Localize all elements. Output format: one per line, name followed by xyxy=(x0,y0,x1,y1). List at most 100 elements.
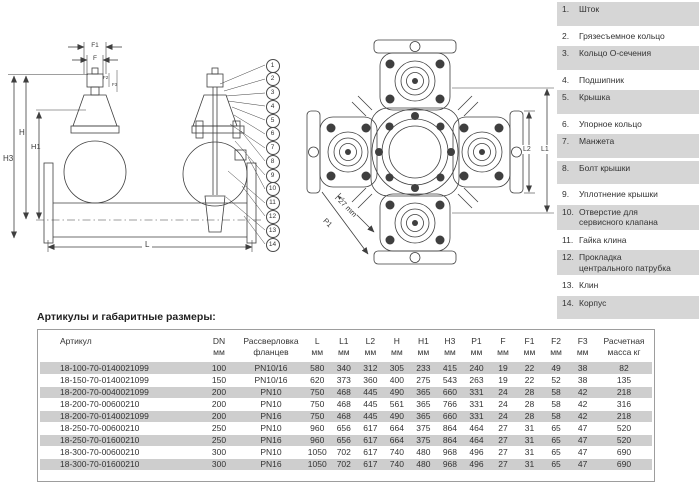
part-number: 14. xyxy=(562,297,574,308)
table-cell: 58 xyxy=(542,386,570,399)
table-cell: 65 xyxy=(542,458,570,471)
table-cell: 47 xyxy=(569,458,596,471)
table-cell: 31 xyxy=(516,422,543,435)
parts-list-item: 2.Грязесъемное кольцо xyxy=(557,29,699,44)
callout-6: 6 xyxy=(265,127,280,142)
table-cell: 200 xyxy=(200,410,238,423)
table-cell: 18-200-70-0140021099 xyxy=(40,410,200,423)
part-number: 10. xyxy=(562,206,574,217)
table-cell: 31 xyxy=(516,446,543,459)
table-cell: 135 xyxy=(596,374,652,387)
table-cell: 300 xyxy=(200,458,238,471)
table-cell: 18-300-70-00600210 xyxy=(40,446,200,459)
parts-list-item: 13.Клин xyxy=(557,278,699,293)
part-label: Отверстие для сервисного клапана xyxy=(579,206,658,228)
table-cell: 1050 xyxy=(304,458,331,471)
table-cell: 47 xyxy=(569,446,596,459)
specs-title: Артикулы и габаритные размеры: xyxy=(37,311,216,323)
parts-list-item: 3.Кольцо О-сечения xyxy=(557,46,699,70)
table-cell: 200 xyxy=(200,386,238,399)
part-label: Кольцо О-сечения xyxy=(579,48,652,58)
part-number: 5. xyxy=(562,92,570,102)
table-cell: 490 xyxy=(383,410,411,423)
table-cell: 960 xyxy=(304,422,331,435)
part-number: 8. xyxy=(562,162,570,173)
parts-list-item: 6. Упорное кольцо xyxy=(557,117,699,132)
callout-14: 14 xyxy=(265,237,280,252)
table-cell: 750 xyxy=(304,386,331,399)
table-cell: 331 xyxy=(463,386,490,399)
table-cell: 617 xyxy=(357,422,384,435)
part-label: Уплотнение крышки xyxy=(579,189,658,199)
part-label: Корпус xyxy=(579,297,607,308)
table-cell: 520 xyxy=(596,422,652,435)
table-cell: 47 xyxy=(569,422,596,435)
table-cell: 656 xyxy=(330,422,358,435)
parts-list-item: 5. Крышка xyxy=(557,90,699,114)
callout-12: 12 xyxy=(265,210,280,224)
table-cell: 27 xyxy=(489,422,517,435)
table-cell: 250 xyxy=(200,422,238,435)
table-cell: 617 xyxy=(357,434,384,447)
table-cell: PN10 xyxy=(238,398,304,411)
dim-label-h1: H1 xyxy=(31,142,41,151)
parts-list-item: 4.Подшипник xyxy=(557,73,699,88)
dim-label-l2: L2 xyxy=(522,145,532,154)
table-cell: 24 xyxy=(489,398,517,411)
table-cell: 468 xyxy=(330,398,358,411)
table-cell: 65 xyxy=(542,422,570,435)
table-cell: 340 xyxy=(330,362,358,375)
table-cell: 520 xyxy=(596,434,652,447)
table-cell: 766 xyxy=(436,398,464,411)
dim-label-f3: F3 xyxy=(112,82,118,87)
table-cell: 365 xyxy=(410,398,437,411)
table-cell: 22 xyxy=(516,362,543,375)
table-cell: PN10/16 xyxy=(238,362,304,375)
table-cell: 18-200-70-00600210 xyxy=(40,398,200,411)
table-cell: 24 xyxy=(489,386,517,399)
table-cell: 580 xyxy=(304,362,331,375)
table-cell: 38 xyxy=(569,362,596,375)
part-number: 6. xyxy=(562,118,570,129)
table-cell: 82 xyxy=(596,362,652,375)
table-cell: 620 xyxy=(304,374,331,387)
table-cell: 18-300-70-01600210 xyxy=(40,458,200,471)
table-cell: PN10 xyxy=(238,422,304,435)
callout-9: 9 xyxy=(265,168,280,183)
part-label: Крышка xyxy=(579,92,611,102)
table-cell: 200 xyxy=(200,398,238,411)
part-label: Упорное кольцо xyxy=(579,118,642,129)
table-cell: 968 xyxy=(436,458,464,471)
table-cell: 543 xyxy=(436,374,464,387)
table-cell: 42 xyxy=(569,386,596,399)
part-number: 9. xyxy=(562,189,570,199)
table-cell: 617 xyxy=(357,458,384,471)
table-cell: 305 xyxy=(383,362,411,375)
table-cell: 702 xyxy=(330,458,358,471)
table-cell: 664 xyxy=(383,434,411,447)
callout-1: 1 xyxy=(265,58,280,73)
callout-2: 2 xyxy=(265,72,280,87)
parts-list-item: 8.Болт крышки xyxy=(557,160,699,184)
table-cell: 19 xyxy=(489,374,517,387)
table-cell: PN16 xyxy=(238,434,304,447)
table-cell: 240 xyxy=(463,362,490,375)
table-cell: 664 xyxy=(383,422,411,435)
table-cell: 656 xyxy=(330,434,358,447)
table-cell: 468 xyxy=(330,410,358,423)
